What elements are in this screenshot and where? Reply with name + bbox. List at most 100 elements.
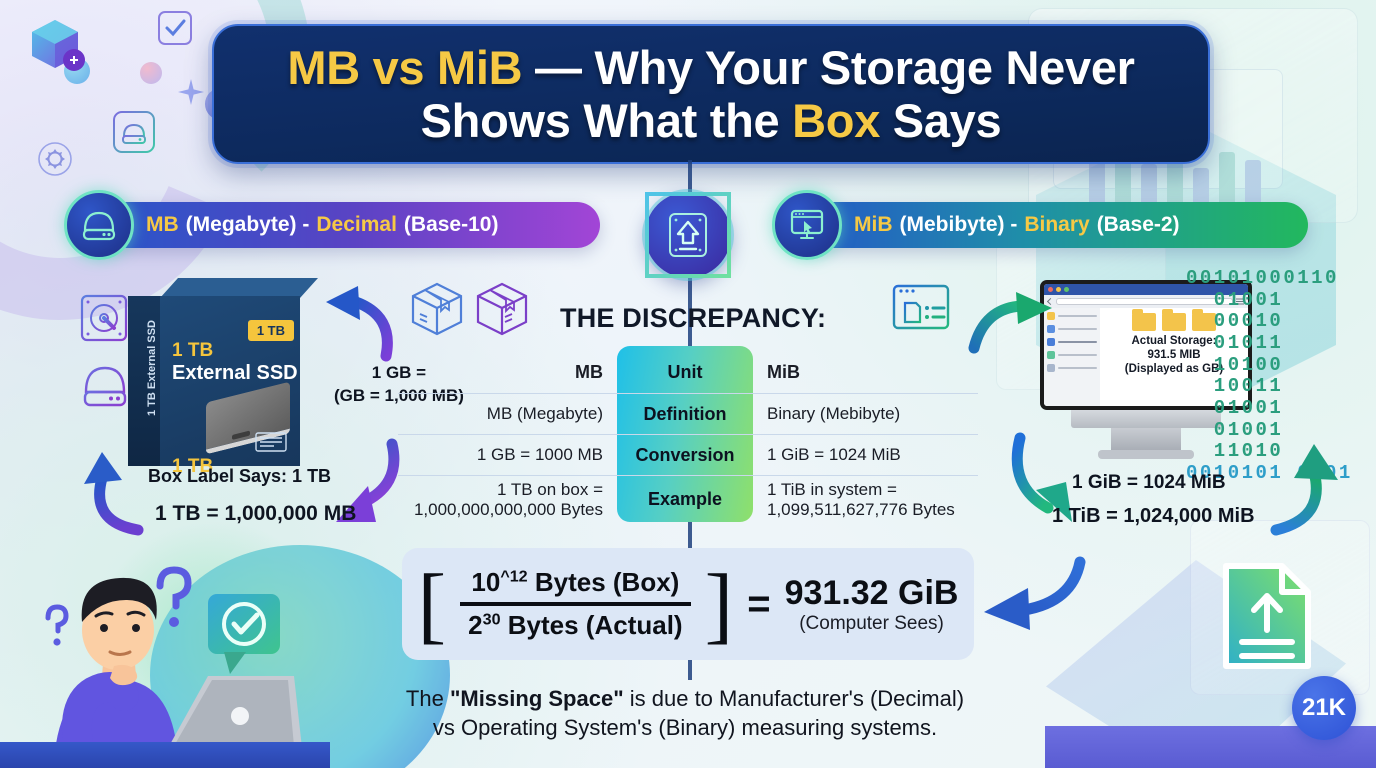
- table-header-left: MB: [575, 362, 603, 382]
- table-cell-left-line2: 1,000,000,000,000 Bytes: [413, 499, 603, 519]
- binary-row: 01001: [1186, 396, 1284, 419]
- comparison-table: MB Unit MiB MB (Megabyte) Definition Bin…: [398, 346, 978, 523]
- ssd-box-spine: 1 TB External SSD: [128, 296, 160, 466]
- storage-readout-line1: Actual Storage:: [1131, 335, 1217, 347]
- table-header-right: MiB: [767, 362, 800, 382]
- menu-icon[interactable]: [1236, 298, 1244, 305]
- document-upload-icon: [1223, 563, 1311, 669]
- category-pill-mb[interactable]: MB (Megabyte) - Decimal (Base-10): [64, 190, 600, 260]
- binary-row: 10100: [1186, 353, 1284, 376]
- label-gib-conversion: 1 GiB = 1024 MiB: [1072, 472, 1226, 493]
- table-cell-right-line2: 1,099,511,627,776 Bytes: [767, 499, 955, 519]
- question-mark-icon: [45, 604, 69, 646]
- category-pill-mib[interactable]: MiB (Mebibyte) - Binary (Base-2): [772, 190, 1308, 260]
- arrow-to-formula: [984, 556, 1086, 630]
- ssd-box-spine-text: 1 TB External SSD: [146, 320, 158, 416]
- table-header-center: Unit: [667, 362, 703, 382]
- caption-part2: is due to Manufacturer's (Decimal): [623, 686, 965, 711]
- title-rest-2a: Shows What the: [420, 94, 793, 147]
- storage-readout: Actual Storage: 931.5 MIB (Displayed as …: [1104, 334, 1244, 376]
- ssd-capacity-badge: 1 TB: [247, 320, 294, 341]
- arrow-label-to-binary: [1270, 444, 1338, 536]
- sidebar-item[interactable]: [1047, 312, 1097, 320]
- window-titlebar: [1044, 284, 1248, 295]
- arrow-note-to-label: [336, 438, 400, 522]
- table-row: MB (Megabyte) Definition Binary (Mebibyt…: [398, 393, 978, 434]
- pill-mb-accent: Decimal: [316, 213, 397, 236]
- address-input[interactable]: [1056, 298, 1233, 305]
- numerator-base: 10: [471, 567, 501, 597]
- file-browser-main: Actual Storage: 931.5 MIB (Displayed as …: [1100, 308, 1248, 406]
- label-tb-equals-mb: 1 TB = 1,000,000 MB: [155, 502, 357, 525]
- table-cell-center: Definition: [643, 403, 727, 424]
- hdd-outline-icon: [78, 292, 130, 344]
- caption-line-1: The "Missing Space" is due to Manufactur…: [330, 684, 1040, 713]
- monitor-base: [1098, 450, 1194, 459]
- binary-row: 01001: [1186, 418, 1284, 441]
- monitor-bezel: Actual Storage: 931.5 MIB (Displayed as …: [1040, 280, 1252, 410]
- monitor-stand: [1111, 428, 1181, 450]
- title-highlight-mb-mib: MB vs MiB: [287, 40, 523, 94]
- table-cell-left: 1 GB = 1000 MB: [476, 445, 603, 464]
- sidebar-item[interactable]: [1047, 364, 1097, 372]
- binary-row: 01011: [1186, 331, 1284, 354]
- table-cell-center: Example: [647, 489, 723, 509]
- sidebar-item[interactable]: [1047, 351, 1097, 359]
- ssd-title-main: External SSD: [172, 362, 298, 384]
- maximize-dot-icon: [1064, 287, 1069, 292]
- sidebar-item[interactable]: [1047, 325, 1097, 333]
- browser-address-bar[interactable]: [1044, 295, 1248, 308]
- title-rest-2b: Says: [880, 94, 1002, 147]
- package-box-icon: [471, 278, 533, 340]
- table-header-row: MB Unit MiB: [398, 352, 978, 393]
- table-cell-right: 1 GiB = 1024 MiB: [767, 445, 901, 464]
- bottom-caption: The "Missing Space" is due to Manufactur…: [330, 684, 1040, 743]
- folder-icon[interactable]: [1162, 309, 1186, 331]
- pill-mib-rest-a: (Mebibyte) -: [899, 213, 1018, 236]
- hard-drive-icon: [64, 190, 134, 260]
- document-window-icon: [890, 282, 952, 340]
- monitor-neck: [1071, 410, 1221, 428]
- table-cell-right: Binary (Mebibyte): [767, 404, 901, 423]
- monitor-screen: Actual Storage: 931.5 MIB (Displayed as …: [1044, 284, 1248, 406]
- table-cell-right: 1 TiB in system = 1,099,511,627,776 Byte…: [753, 480, 978, 519]
- fraction: 10^12 Bytes (Box) 230 Bytes (Actual): [460, 566, 691, 642]
- binary-row: 11010: [1186, 440, 1284, 463]
- folder-icon[interactable]: [1132, 309, 1156, 331]
- storage-readout-line2: 931.5 MIB: [1147, 349, 1201, 362]
- ssd-title-bottom: 1 TB: [172, 456, 214, 477]
- numerator-exponent: ^12: [500, 567, 528, 586]
- result-sublabel: (Computer Sees): [799, 612, 944, 634]
- title-line-2: Shows What the Box Says: [259, 94, 1162, 147]
- sidebar-item-selected[interactable]: [1047, 338, 1097, 346]
- table-cell-left: MB (Megabyte): [486, 404, 603, 423]
- file-browser-sidebar: [1044, 308, 1100, 406]
- pill-mib-accent: Binary: [1024, 213, 1090, 236]
- note-gb-line1: 1 GB =: [371, 363, 427, 382]
- check-speech-bubble: [208, 594, 280, 674]
- formula-box: [ 10^12 Bytes (Box) 230 Bytes (Actual) ]…: [402, 548, 974, 660]
- label-box-says: Box Label Says: 1 TB: [148, 466, 332, 486]
- table-row: 1 TB on box = 1,000,000,000,000 Bytes Ex…: [398, 475, 978, 523]
- denominator-rest: Bytes (Actual): [500, 610, 683, 640]
- arrow-monitor-to-label: [1011, 432, 1072, 522]
- center-upload-badge: [645, 192, 731, 278]
- cube-3d-icon: [22, 12, 88, 78]
- binary-row: 00010: [1186, 310, 1284, 333]
- minimize-dot-icon: [1056, 287, 1061, 292]
- note-gb-conversion: 1 GB = (GB = 1,000 MB): [334, 362, 464, 408]
- folder-icon[interactable]: [1192, 309, 1216, 331]
- arrow-label-to-drives: [84, 452, 144, 536]
- count-badge: 21K: [1292, 676, 1356, 740]
- external-drive-outline-icon: [78, 360, 132, 412]
- arrow-to-monitor: [968, 292, 1052, 354]
- table-cell-left: 1 TB on box = 1,000,000,000,000 Bytes: [398, 480, 617, 519]
- upload-drive-icon: [669, 213, 707, 257]
- monitor-cursor-icon: [772, 190, 842, 260]
- title-line-1: MB vs MiB — Why Your Storage Never: [259, 41, 1162, 94]
- binary-row: 01001: [1186, 288, 1284, 311]
- title-highlight-box: Box: [792, 94, 881, 147]
- pill-mb-rest-b: (Base-10): [403, 213, 499, 236]
- numerator-rest: Bytes (Box): [527, 567, 680, 597]
- sparkle-icon: [178, 79, 204, 105]
